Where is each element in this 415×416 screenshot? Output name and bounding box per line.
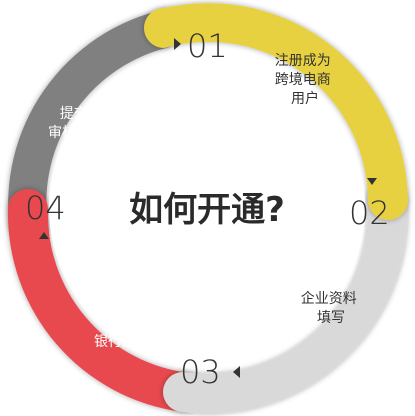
step-2-label: 企业资料 填写 <box>301 290 361 326</box>
step-2-label-line: 企业资料 <box>301 290 357 307</box>
step-4-number: 04 <box>25 189 66 227</box>
step-1-segment <box>144 3 408 220</box>
step-2-label-line: 填写 <box>317 310 345 326</box>
step-1-label-line: 用户 <box>291 90 319 107</box>
step-2-number: 02 <box>349 194 390 232</box>
center-title: 如何开通? <box>129 190 285 230</box>
step-1-shape <box>144 3 408 220</box>
step-2-segment <box>163 180 408 414</box>
step-3-label: 绑定 银行账户 <box>94 314 150 350</box>
arrow-down-icon <box>367 178 377 185</box>
step-3-number: 03 <box>180 353 221 391</box>
step-1-label-line: 注册成为 <box>275 53 331 69</box>
arrow-up-icon <box>39 232 49 239</box>
step-4-label-line: 审核完成 <box>48 125 104 141</box>
step-4-label-line: 提交 <box>60 105 88 122</box>
step-4-label: 提交 审核完成 <box>48 105 104 141</box>
arrow-left-icon <box>233 366 240 378</box>
step-1-label-line: 跨境电商 <box>275 72 331 88</box>
arrow-right-icon <box>174 38 181 50</box>
step-2-shape <box>163 180 408 414</box>
step-1-number: 01 <box>187 27 228 65</box>
step-3-label-line: 绑定 <box>106 314 134 330</box>
center-circle <box>49 50 365 366</box>
step-3-label-line: 银行账户 <box>94 333 150 350</box>
step-1-label: 注册成为 跨境电商 用户 <box>275 53 335 107</box>
